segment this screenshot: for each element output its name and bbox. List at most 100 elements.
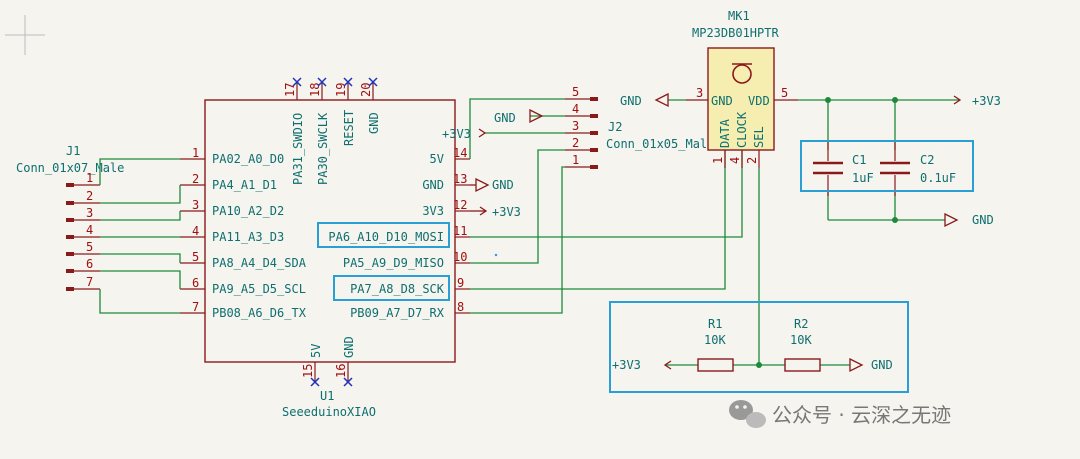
j2-ref: J2 <box>608 120 622 134</box>
u1-pin-num: 7 <box>192 300 199 314</box>
j1-pin-num: 3 <box>86 206 93 220</box>
r1-ref: R1 <box>708 317 722 331</box>
u1-pin-name: PA8_A4_D4_SDA <box>212 256 307 270</box>
c1-value: 1uF <box>852 171 874 185</box>
u1-ref: U1 <box>320 389 334 403</box>
gnd-symbol-divider: GND <box>849 357 893 373</box>
gnd-symbol-caps: GND <box>944 212 994 228</box>
mk1-pin-num: 5 <box>781 86 788 100</box>
svg-text:GND: GND <box>972 213 994 227</box>
mk1-ref: MK1 <box>728 9 750 23</box>
r1-value: 10K <box>704 333 726 347</box>
junction-dot <box>494 253 498 257</box>
j1-pin-num: 2 <box>86 189 93 203</box>
j2-value: Conn_01x05_Male <box>606 137 714 151</box>
mk1-microphone[interactable]: MK1 MP23DB01HPTR GND VDD DATA CLOCK SEL … <box>686 9 798 168</box>
v33-symbol-j2: +3V3 <box>442 127 487 141</box>
u1-pin-name: RESET <box>342 110 356 146</box>
svg-text:GND: GND <box>494 111 516 125</box>
no-connect-icon <box>292 77 378 387</box>
c2-capacitor[interactable]: C2 0.1uF <box>877 140 956 196</box>
gnd-symbol-mk1: GND <box>620 92 686 108</box>
junction-dot <box>756 362 762 368</box>
mk1-pin-name: GND <box>711 94 733 108</box>
u1-pin-num: 6 <box>192 276 199 290</box>
r1-resistor[interactable]: R1 10K <box>697 317 734 372</box>
j1-connector[interactable]: J1 Conn_01x07_Male 1 2 3 4 5 6 7 <box>16 144 124 291</box>
u1-pin-name: GND <box>342 336 356 358</box>
u1-symbol[interactable]: 1 2 3 4 5 6 7 PA02_A0_D0 PA4_A1_D1 PA10_… <box>180 82 470 419</box>
u1-pin-name: PB08_A6_D6_TX <box>212 306 307 320</box>
microphone-icon <box>732 63 752 84</box>
u1-pin-name: PA10_A2_D2 <box>212 204 284 218</box>
gnd-symbol-u1: GND <box>470 177 514 193</box>
u1-pin-name: GND <box>422 178 444 192</box>
j1-ref: J1 <box>66 144 80 158</box>
junction-dot <box>892 97 898 103</box>
u1-pin-name: 5V <box>430 152 444 166</box>
c2-value: 0.1uF <box>920 171 956 185</box>
mk1-pin-num: 2 <box>745 157 759 164</box>
mk1-pin-num: 3 <box>696 86 703 100</box>
u1-pin-num: 10 <box>453 250 467 264</box>
sck-highlight-box <box>333 275 450 301</box>
v33-symbol-mk1: +3V3 <box>953 94 1001 108</box>
divider-highlight-box <box>609 301 909 393</box>
j2-pin-num: 2 <box>572 136 579 150</box>
svg-text:GND: GND <box>492 178 514 192</box>
j2-connector[interactable]: 5 4 3 2 1 J2 Conn_01x05_Male <box>565 85 714 169</box>
mk1-pin-num: 1 <box>711 157 725 164</box>
u1-pin-name: 5V <box>309 344 323 358</box>
r2-resistor[interactable]: R2 10K <box>784 317 821 372</box>
cursor-crosshair <box>5 15 45 55</box>
u1-pin-num: 14 <box>453 146 467 160</box>
mk1-pin-name: VDD <box>748 94 770 108</box>
svg-text:GND: GND <box>620 94 642 108</box>
mk1-pin-num: 4 <box>728 157 742 164</box>
u1-pin-name: PA30_SWCLK <box>316 112 330 185</box>
j2-pin-num: 4 <box>572 102 579 116</box>
mk1-pin-name: SEL <box>752 126 766 148</box>
u1-pin-num: 13 <box>453 172 467 186</box>
c1-capacitor[interactable]: C1 1uF <box>810 140 874 196</box>
u1-pin-name: 3V3 <box>422 204 444 218</box>
u1-right-wires <box>469 98 743 314</box>
v33-symbol-u1: +3V3 <box>470 205 521 219</box>
j1-value: Conn_01x07_Male <box>16 161 124 175</box>
j2-pin-num: 1 <box>572 153 579 167</box>
mk1-pin-name: DATA <box>718 118 732 148</box>
u1-pin-num: 8 <box>457 300 464 314</box>
mk1-pin-name: CLOCK <box>735 111 749 148</box>
j1-wires <box>99 158 181 314</box>
u1-body <box>204 99 456 363</box>
u1-pin-num: 12 <box>453 198 467 212</box>
svg-text:+3V3: +3V3 <box>492 205 521 219</box>
watermark: 公众号 · 云深之无迹 <box>729 400 951 428</box>
u1-pin-num: 3 <box>192 198 199 212</box>
junction-dot <box>825 97 831 103</box>
svg-text:+3V3: +3V3 <box>442 127 471 141</box>
u1-pin-name: PA7_A8_D8_SCK <box>350 282 445 296</box>
caps-highlight-box <box>800 140 974 192</box>
j1-pin-num: 7 <box>86 275 93 289</box>
u1-pin-name: PA02_A0_D0 <box>212 152 284 166</box>
r2-value: 10K <box>790 333 812 347</box>
u1-pin-num: 16 <box>334 364 348 378</box>
u1-value: SeeeduinoXIAO <box>282 405 376 419</box>
c2-ref: C2 <box>920 153 934 167</box>
c1-ref: C1 <box>852 153 866 167</box>
junction-dot <box>892 217 898 223</box>
u1-pin-name: GND <box>367 112 381 134</box>
wechat-icon <box>729 400 766 428</box>
svg-text:+3V3: +3V3 <box>972 94 1001 108</box>
u1-pin-num: 5 <box>192 250 199 264</box>
u1-pin-name: PA6_A10_D10_MOSI <box>328 230 444 244</box>
watermark-text: 公众号 · 云深之无迹 <box>772 403 951 427</box>
svg-text:GND: GND <box>871 358 893 372</box>
resistor-divider <box>665 362 850 368</box>
j2-pin-num: 5 <box>572 85 579 99</box>
u1-pin-num: 11 <box>453 224 467 238</box>
u1-pin-name: PA4_A1_D1 <box>212 178 277 192</box>
u1-pin-num: 2 <box>192 172 199 186</box>
